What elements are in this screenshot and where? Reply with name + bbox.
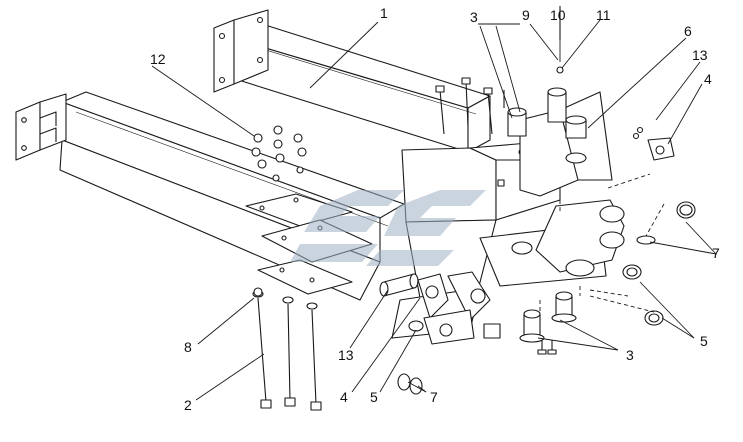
lower-sleeves <box>519 291 577 343</box>
small-bolts <box>537 6 564 355</box>
callout-9: 9 <box>522 7 530 23</box>
pin <box>379 273 419 297</box>
callout-3-top: 3 <box>470 9 478 25</box>
callout-10: 10 <box>550 7 566 23</box>
callout-1: 1 <box>380 5 388 21</box>
leader-lines <box>151 19 717 401</box>
callout-6: 6 <box>684 23 692 39</box>
nut-cluster <box>251 125 307 182</box>
callout-2: 2 <box>184 397 192 413</box>
callout-11: 11 <box>596 7 611 23</box>
callout-12: 12 <box>150 51 166 67</box>
upper-beam <box>213 9 491 153</box>
long-bolts <box>252 287 322 411</box>
right-bracket <box>511 199 625 277</box>
callout-7-bottom: 7 <box>430 389 438 405</box>
callout-4-bottom: 4 <box>340 389 348 405</box>
callout-3-bottom: 3 <box>626 347 634 363</box>
callout-5-bottom: 5 <box>370 389 378 405</box>
callout-13-bottom: 13 <box>338 347 354 363</box>
callout-8: 8 <box>184 339 192 355</box>
grease-fitting <box>632 126 675 161</box>
bushings <box>408 264 664 339</box>
clevis-lugs <box>417 271 491 345</box>
callout-7-right: 7 <box>712 245 720 261</box>
callout-5-right: 5 <box>700 333 708 349</box>
callout-13-top: 13 <box>692 47 708 63</box>
assembly-guides <box>539 173 665 314</box>
upper-studs <box>435 77 505 135</box>
callout-4-top: 4 <box>704 71 712 87</box>
callout-numbers: 1 3 9 10 11 6 13 4 12 7 5 3 8 2 13 4 5 7 <box>150 5 720 413</box>
watermark-logo <box>290 190 486 266</box>
upper-sleeves <box>507 87 587 164</box>
